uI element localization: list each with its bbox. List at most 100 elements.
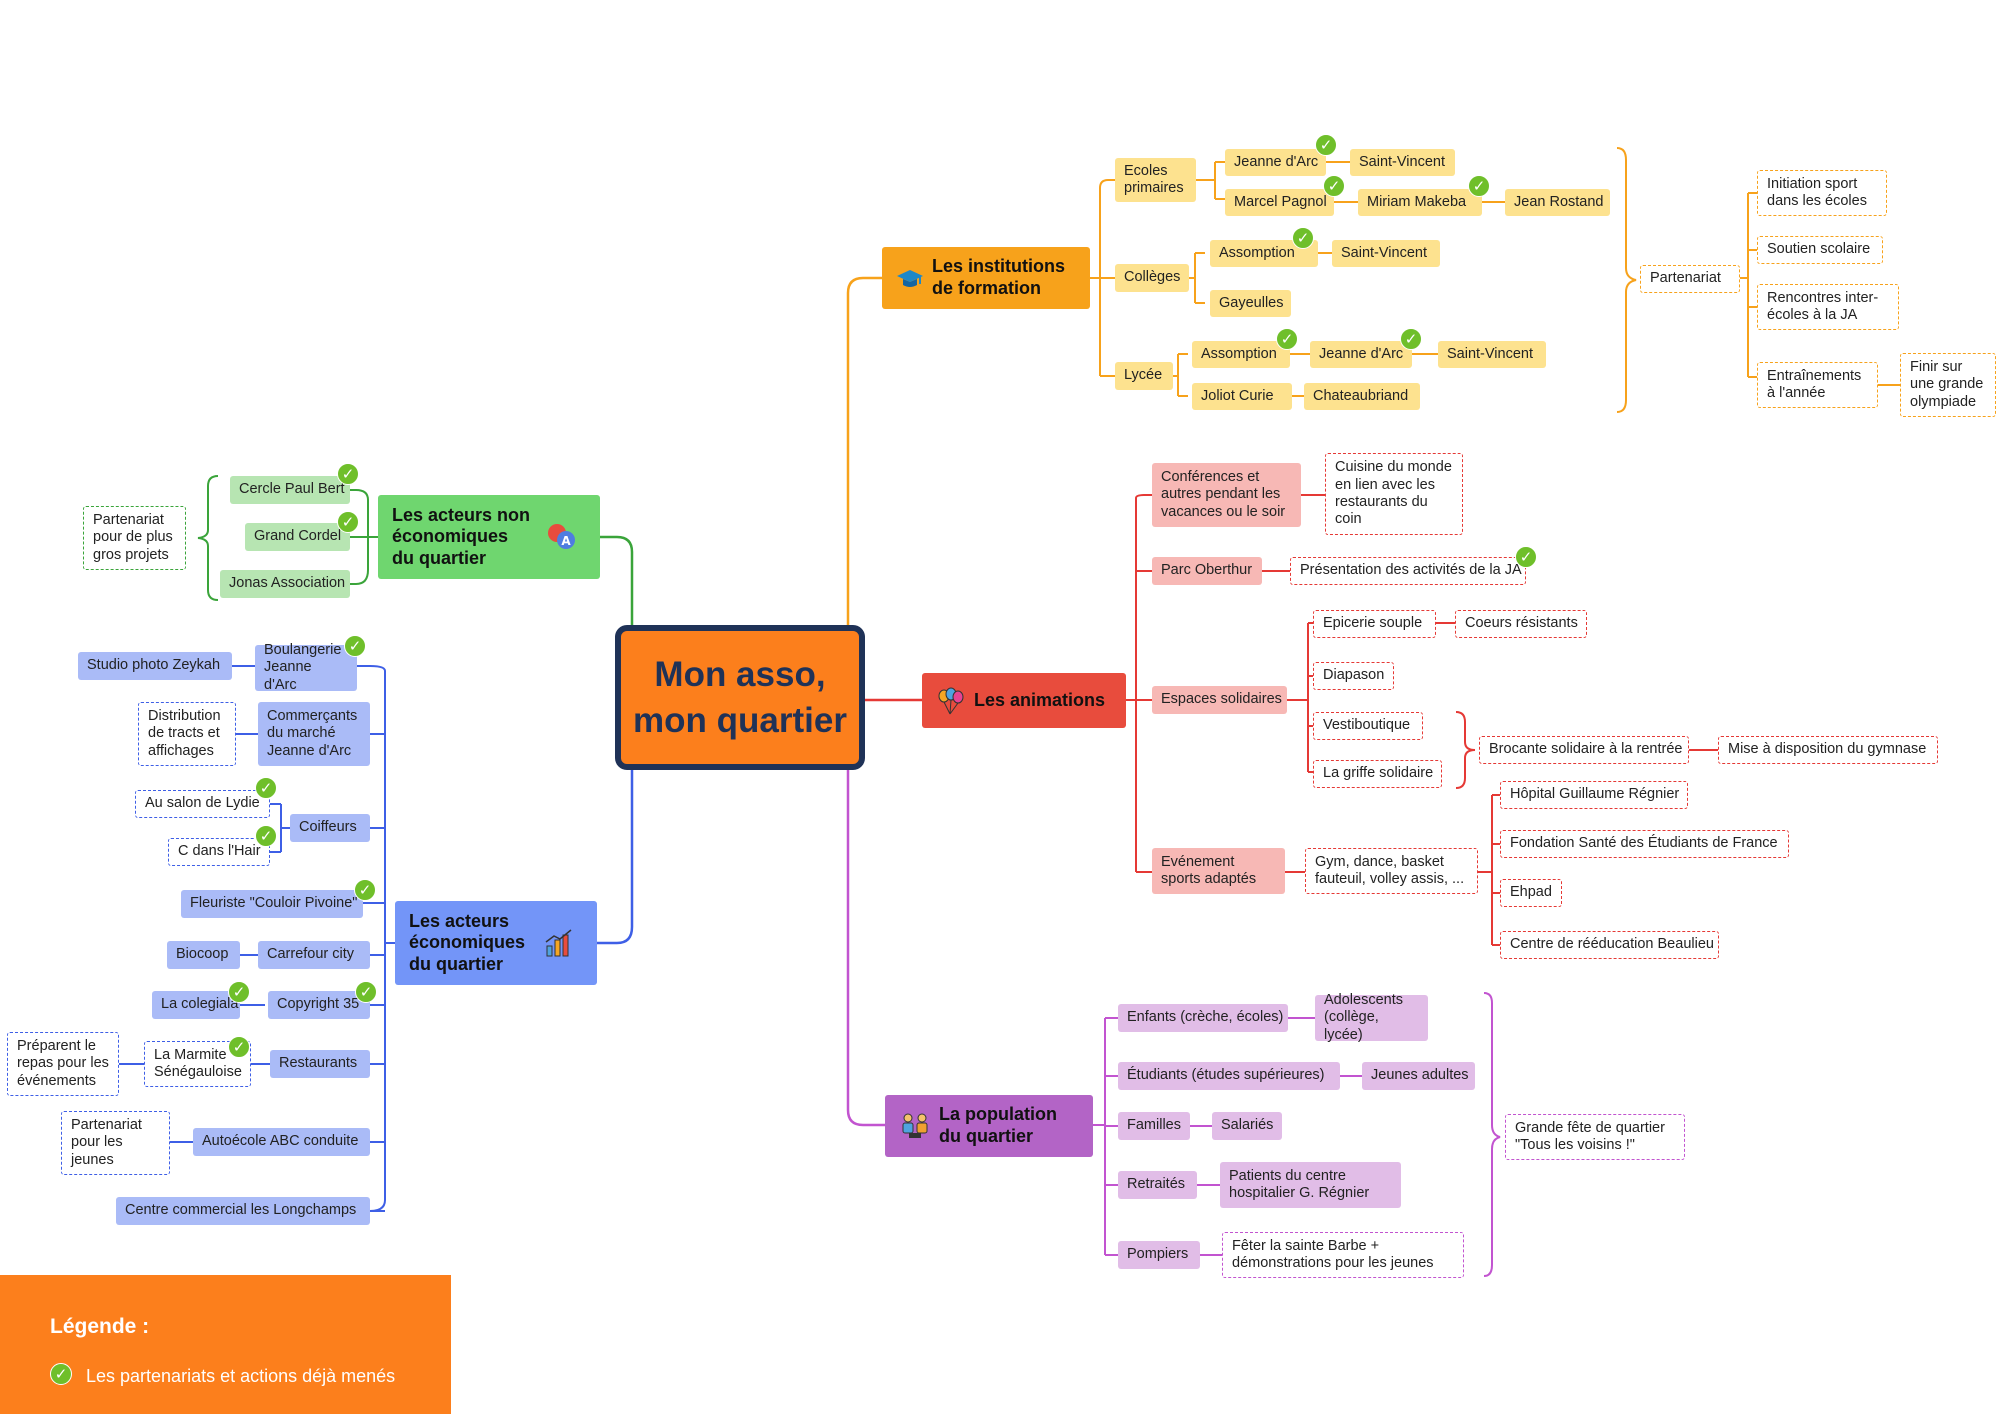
node-griffe-solidaire[interactable]: La griffe solidaire xyxy=(1313,760,1442,788)
node-epicerie-souple[interactable]: Epicerie souple xyxy=(1313,610,1436,638)
label: Saint-Vincent xyxy=(1359,153,1445,170)
node-saint-vincent-ecole[interactable]: Saint-Vincent xyxy=(1350,149,1455,176)
node-espaces-solidaires[interactable]: Espaces solidaires xyxy=(1152,686,1287,714)
topic-institutions[interactable]: Les institutions de formation xyxy=(882,247,1090,309)
node-saint-vincent-college[interactable]: Saint-Vincent xyxy=(1332,240,1440,267)
node-grand-cordel[interactable]: Grand Cordel xyxy=(245,523,350,551)
line2: pour de plus xyxy=(93,529,173,546)
node-saint-vincent-lycee[interactable]: Saint-Vincent xyxy=(1438,341,1546,368)
topic-population[interactable]: La population du quartier xyxy=(885,1095,1093,1157)
node-biocoop[interactable]: Biocoop xyxy=(167,941,240,969)
node-vestiboutique[interactable]: Vestiboutique xyxy=(1313,712,1423,740)
node-rencontres[interactable]: Rencontres inter-écoles à la JA xyxy=(1757,284,1899,330)
ecoles-line2: primaires xyxy=(1124,180,1184,196)
label: Jeunes adultes xyxy=(1371,1067,1469,1084)
node-coiffeurs[interactable]: Coiffeurs xyxy=(290,814,370,842)
node-partenariat-institutions[interactable]: Partenariat xyxy=(1640,265,1740,293)
node-presentation-activites[interactable]: Présentation des activités de la JA xyxy=(1290,557,1526,585)
label: Studio photo Zeykah xyxy=(87,657,221,674)
node-restaurants[interactable]: Restaurants xyxy=(270,1050,370,1078)
node-fondation-sante[interactable]: Fondation Santé des Étudiants de France xyxy=(1500,830,1789,858)
node-colleges[interactable]: Collèges xyxy=(1115,264,1189,292)
node-studio-photo[interactable]: Studio photo Zeykah xyxy=(78,652,232,680)
node-assomption-lycee[interactable]: Assomption xyxy=(1192,341,1290,368)
node-ehpad[interactable]: Ehpad xyxy=(1500,879,1562,907)
node-miriam-makeba[interactable]: Miriam Makeba xyxy=(1358,189,1482,216)
line1: Grande fête de quartier xyxy=(1515,1119,1665,1136)
topic-non-eco-line1: Les acteurs non xyxy=(392,504,531,525)
node-lycee[interactable]: Lycée xyxy=(1115,362,1173,390)
node-c-dans-lhair[interactable]: C dans l'Hair xyxy=(168,838,270,866)
node-chateaubriand[interactable]: Chateaubriand xyxy=(1304,383,1420,410)
node-enfants[interactable]: Enfants (crèche, écoles) xyxy=(1118,1004,1288,1032)
node-parc-oberthur[interactable]: Parc Oberthur xyxy=(1152,557,1262,585)
label: Soutien scolaire xyxy=(1767,241,1871,258)
node-brocante[interactable]: Brocante solidaire à la rentrée xyxy=(1479,736,1689,764)
label: Cercle Paul Bert xyxy=(239,481,345,498)
node-jeanne-darc-lycee[interactable]: Jeanne d'Arc xyxy=(1310,341,1412,368)
central-topic[interactable]: Mon asso, mon quartier xyxy=(615,625,865,770)
node-hopital-regnier[interactable]: Hôpital Guillaume Régnier xyxy=(1500,781,1688,809)
node-autoecole[interactable]: Autoécole ABC conduite xyxy=(193,1128,370,1156)
label: Miriam Makeba xyxy=(1367,193,1467,210)
topic-animations-label: Les animations xyxy=(974,689,1106,710)
node-fleuriste[interactable]: Fleuriste "Couloir Pivoine" xyxy=(181,890,363,918)
node-marcel-pagnol[interactable]: Marcel Pagnol xyxy=(1225,189,1334,216)
node-salon-de-lydie[interactable]: Au salon de Lydie xyxy=(135,790,270,818)
node-mise-a-disposition-gymnase[interactable]: Mise à disposition du gymnase xyxy=(1718,736,1938,764)
node-adolescents[interactable]: Adolescents(collège, lycée) xyxy=(1315,992,1428,1043)
node-jonas-association[interactable]: Jonas Association xyxy=(220,570,350,598)
node-retraites[interactable]: Retraités xyxy=(1118,1171,1197,1199)
check-icon: ✓ xyxy=(1468,175,1490,197)
node-jean-rostand[interactable]: Jean Rostand xyxy=(1505,189,1610,216)
node-jeanne-darc-ecole[interactable]: Jeanne d'Arc xyxy=(1225,149,1326,176)
node-gayeulles[interactable]: Gayeulles xyxy=(1210,290,1291,317)
node-cercle-paul-bert[interactable]: Cercle Paul Bert xyxy=(230,476,350,504)
label: Étudiants (études supérieures) xyxy=(1127,1067,1325,1084)
check-icon: ✓ xyxy=(228,1036,250,1058)
topic-institutions-line2: de formation xyxy=(932,278,1042,298)
node-salaries[interactable]: Salariés xyxy=(1212,1112,1282,1140)
node-etudiants[interactable]: Étudiants (études supérieures) xyxy=(1118,1062,1340,1090)
topic-acteurs-economiques[interactable]: Les acteurs économiques du quartier xyxy=(395,901,597,985)
line1: Rencontres inter- xyxy=(1767,289,1879,306)
line3: olympiade xyxy=(1910,393,1977,410)
topic-animations[interactable]: Les animations xyxy=(922,673,1126,728)
node-copyright-35[interactable]: Copyright 35 xyxy=(268,991,370,1019)
line1: Initiation sport xyxy=(1767,175,1858,192)
node-familles[interactable]: Familles xyxy=(1118,1112,1190,1140)
node-coeurs-resistants[interactable]: Coeurs résistants xyxy=(1455,610,1587,638)
label: Parc Oberthur xyxy=(1161,562,1253,579)
node-soutien-scolaire[interactable]: Soutien scolaire xyxy=(1757,236,1883,264)
topic-non-eco-line3: du quartier xyxy=(392,547,487,568)
node-jeunes-adultes[interactable]: Jeunes adultes xyxy=(1362,1062,1475,1090)
line1: Commerçants xyxy=(267,707,358,724)
line1: Distribution xyxy=(148,707,221,724)
topic-acteurs-non-economiques[interactable]: Les acteurs non économiques du quartier … xyxy=(378,495,600,579)
node-centre-reeducation[interactable]: Centre de rééducation Beaulieu xyxy=(1500,931,1719,959)
node-joliot-curie[interactable]: Joliot Curie xyxy=(1192,383,1292,410)
node-centre-commercial[interactable]: Centre commercial les Longchamps xyxy=(116,1197,370,1225)
node-la-colegiala[interactable]: La colegiala xyxy=(152,991,240,1019)
node-feter-sainte-barbe[interactable]: Fêter la sainte Barbe +démonstrations po… xyxy=(1222,1232,1464,1278)
node-grande-fete[interactable]: Grande fête de quartier"Tous les voisins… xyxy=(1505,1114,1685,1160)
node-diapason[interactable]: Diapason xyxy=(1313,662,1394,690)
node-carrefour-city[interactable]: Carrefour city xyxy=(258,941,370,969)
node-pompiers[interactable]: Pompiers xyxy=(1118,1241,1200,1269)
label: Centre de rééducation Beaulieu xyxy=(1510,936,1714,953)
